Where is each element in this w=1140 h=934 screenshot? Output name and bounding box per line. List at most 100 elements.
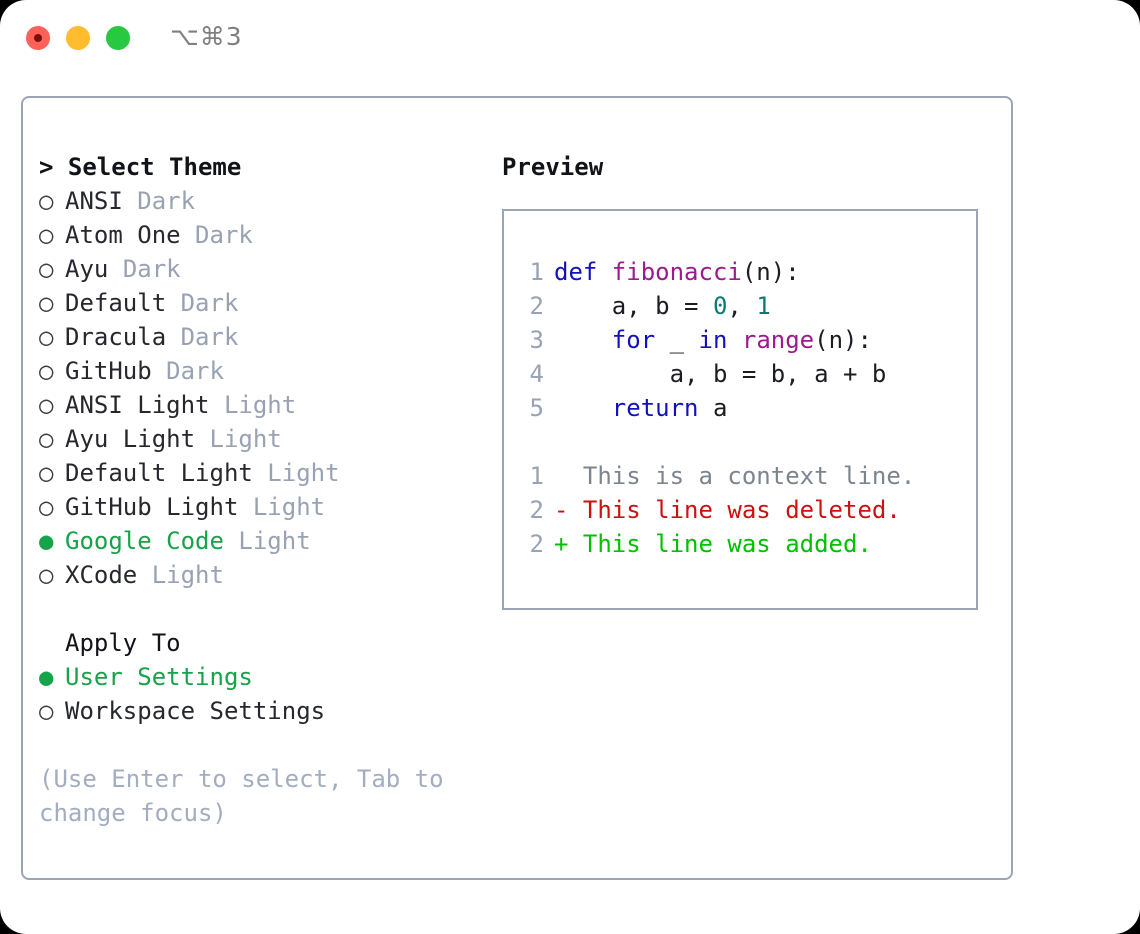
theme-option-dracula[interactable]: ○Dracula Dark: [39, 320, 489, 354]
code-sample: 1 def fibonacci(n): 2 a, b = 0, 1 3 for _ i…: [504, 255, 976, 425]
theme-option-label: Ayu Light: [65, 425, 196, 453]
line-number: 2: [529, 496, 544, 524]
code-token-txt: a, b = b, a + b: [554, 360, 887, 388]
apply-to-option-label: User Settings: [65, 663, 253, 691]
diff-marker: -: [554, 496, 583, 524]
maximize-button[interactable]: [106, 26, 130, 50]
code-token-punc: (n):: [741, 258, 800, 286]
diff-line-deleted: 2- This line was deleted.: [504, 493, 976, 527]
keyboard-shortcut-label: ⌥⌘3: [170, 22, 243, 51]
minimize-button[interactable]: [66, 26, 90, 50]
apply-to-option-label: Workspace Settings: [65, 697, 326, 725]
radio-unselected-icon: ○: [39, 425, 54, 453]
code-token-kw: for: [611, 326, 656, 354]
select-theme-heading: > Select Theme: [39, 153, 242, 181]
theme-option-kind: Dark: [180, 289, 239, 317]
diff-marker: +: [554, 530, 583, 558]
preview-heading: Preview: [502, 153, 604, 181]
code-token-txt: [727, 326, 741, 354]
keyboard-hint-text: (Use Enter to select, Tab to change focu…: [39, 765, 444, 827]
spacer: [195, 425, 209, 453]
theme-option-label: Ayu: [65, 255, 109, 283]
theme-option-default-light[interactable]: ○ Default Light Light: [39, 456, 489, 490]
code-token-kw: return: [611, 394, 699, 422]
theme-option-google-code[interactable]: ●Google Code Light: [39, 524, 489, 558]
code-token-txt: _: [655, 326, 699, 354]
radio-unselected-icon: ○: [39, 221, 54, 249]
theme-list[interactable]: ○ANSI Dark○Atom One Dark○Ayu Dark○Defaul…: [39, 184, 489, 592]
code-token-txt: a, b =: [554, 292, 713, 320]
spacer: [181, 221, 195, 249]
theme-option-ansi[interactable]: ○ANSI Dark: [39, 184, 489, 218]
line-number: 2: [529, 530, 544, 558]
theme-option-ansi-light[interactable]: ○ANSI Light Light: [39, 388, 489, 422]
radio-unselected-icon: ○: [39, 493, 54, 521]
theme-option-kind: Dark: [137, 187, 196, 215]
diff-text: This is a context line.: [582, 462, 916, 490]
line-number: 5: [529, 394, 544, 422]
theme-option-github[interactable]: ○ GitHub Dark: [39, 354, 489, 388]
spacer: [137, 561, 151, 589]
radio-selected-icon: ●: [39, 527, 54, 555]
code-token-kw: def: [554, 258, 612, 286]
theme-option-xcode[interactable]: ○XCode Light: [39, 558, 489, 592]
diff-line-context: 1 This is a context line.: [504, 459, 976, 493]
spacer: [123, 187, 137, 215]
spacer: [108, 255, 122, 283]
line-number: 1: [529, 462, 544, 490]
code-token-punc: (n):: [814, 326, 872, 354]
spacer: [253, 459, 267, 487]
code-token-fn: range: [741, 326, 815, 354]
radio-selected-icon: ●: [39, 663, 54, 691]
theme-option-label: Dracula: [65, 323, 167, 351]
radio-unselected-icon: ○: [39, 459, 54, 487]
theme-option-kind: Dark: [122, 255, 181, 283]
code-token-num: 0: [712, 292, 728, 320]
code-line: 1 def fibonacci(n):: [504, 255, 976, 289]
theme-option-label: GitHub: [65, 357, 152, 385]
theme-option-label: Default: [65, 289, 167, 317]
apply-to-list[interactable]: ● User Settings ○Workspace Settings: [39, 660, 489, 728]
code-token-txt: ,: [727, 292, 757, 320]
theme-option-kind: Dark: [180, 323, 239, 351]
code-token-txt: a: [698, 394, 728, 422]
code-line: 3 for _ in range(n):: [504, 323, 976, 357]
theme-option-label: Default Light: [65, 459, 253, 487]
code-diff-spacer: [504, 425, 976, 459]
diff-line-added: 2 + This line was added.: [504, 527, 976, 561]
code-token-fn: fibonacci: [611, 258, 742, 286]
code-token-txt: [554, 326, 612, 354]
apply-to-option-user-settings[interactable]: ● User Settings: [39, 660, 489, 694]
line-number: 4: [529, 360, 544, 388]
radio-unselected-icon: ○: [39, 391, 54, 419]
apply-to-option-workspace-settings[interactable]: ○Workspace Settings: [39, 694, 489, 728]
theme-option-label: ANSI Light: [65, 391, 210, 419]
theme-option-kind: Dark: [195, 221, 253, 249]
line-number: 1: [529, 258, 544, 286]
code-token-kw: in: [698, 326, 728, 354]
diff-marker: [554, 462, 583, 490]
code-line: 4 a, b = b, a + b: [504, 357, 976, 391]
theme-option-github-light[interactable]: ○ GitHub Light Light: [39, 490, 489, 524]
theme-option-ayu[interactable]: ○Ayu Dark: [39, 252, 489, 286]
line-number: 2: [529, 292, 544, 320]
theme-option-ayu-light[interactable]: ○ Ayu Light Light: [39, 422, 489, 456]
radio-unselected-icon: ○: [39, 357, 54, 385]
theme-option-label: XCode: [65, 561, 138, 589]
diff-text: This line was added.: [582, 530, 872, 558]
diff-sample: 1 This is a context line.2- This line wa…: [504, 459, 976, 561]
theme-option-kind: Light: [209, 425, 282, 453]
theme-option-default[interactable]: ○Default Dark: [39, 286, 489, 320]
theme-selector-column: > Select Theme ○ANSI Dark○Atom One Dark○…: [39, 150, 489, 830]
spacer: [166, 289, 180, 317]
close-button[interactable]: [26, 26, 50, 50]
theme-option-label: ANSI: [65, 187, 123, 215]
code-line: 5 return a: [504, 391, 976, 425]
theme-option-label: GitHub Light: [65, 493, 239, 521]
theme-option-atom-one[interactable]: ○Atom One Dark: [39, 218, 489, 252]
theme-option-kind: Light: [252, 493, 326, 521]
theme-option-kind: Light: [267, 459, 340, 487]
theme-option-kind: Dark: [166, 357, 224, 385]
